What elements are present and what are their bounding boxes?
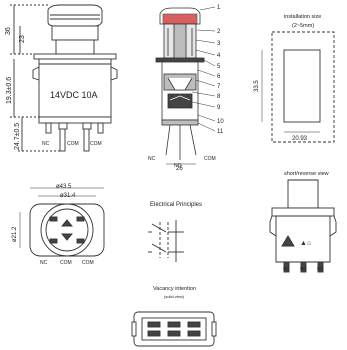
- callout-4: 4: [217, 53, 221, 59]
- section-callouts: 1 2 3 4 5 6 7 8 9 10 11: [217, 5, 224, 135]
- vacancy-title: Vacancy intention: [153, 286, 196, 292]
- callout-7: 7: [217, 84, 221, 90]
- installation-title: installation size: [284, 14, 321, 20]
- callout-11: 11: [217, 129, 224, 135]
- section-terminal-com: COM: [204, 156, 216, 162]
- callout-10: 10: [217, 119, 224, 125]
- bottom-terminal-nc: NC: [40, 260, 48, 266]
- callout-9: 9: [217, 105, 221, 111]
- reverse-pin-nc-2: NC: [300, 266, 307, 271]
- bottom-terminal-com: COM: [60, 260, 72, 266]
- callout-3: 3: [217, 41, 221, 47]
- installation-subtitle: (2~5mm): [292, 23, 314, 29]
- reverse-view-title: short/reverse view: [284, 171, 329, 177]
- installation-dim-height: 33.5: [254, 80, 260, 92]
- front-pin-label-com: COM: [67, 141, 79, 147]
- front-pin-label-com-2: COM: [90, 141, 102, 147]
- section-dim-bottom: 26: [176, 166, 183, 172]
- bottom-terminal-com-2: COM: [82, 260, 94, 266]
- callout-5: 5: [217, 64, 221, 70]
- bottom-dim-side: ø21.2: [12, 226, 18, 242]
- electrical-schematic: [148, 220, 184, 262]
- callout-2: 2: [217, 29, 221, 35]
- electrical-title: Electrical Principles: [150, 202, 202, 208]
- bottom-dim-outer: ø43.5: [56, 184, 72, 190]
- section-view: [155, 6, 216, 165]
- bottom-view: [19, 187, 105, 257]
- dim-height-36: 36: [5, 27, 12, 35]
- vacancy-note: (solid view): [164, 294, 185, 299]
- body-rating-label: 14VDC 10A: [50, 90, 98, 100]
- dim-height-23: 23: [19, 35, 26, 43]
- reverse-pin-nc-1: NC: [283, 266, 290, 271]
- reverse-pin-nc-3: NC: [317, 266, 324, 271]
- section-terminal-no: NO: [174, 163, 182, 169]
- section-terminal-nc: NC: [148, 156, 156, 162]
- callout-8: 8: [217, 94, 221, 100]
- bottom-dim-inner: ø31.4: [60, 193, 76, 199]
- vacancy-view: [131, 311, 217, 347]
- svg-text:▲⌂: ▲⌂: [300, 240, 311, 247]
- front-pin-label-nc: NC: [42, 141, 50, 147]
- dim-19-3: 19.3±0.6: [6, 77, 13, 104]
- callout-1: 1: [217, 5, 221, 11]
- installation-dim-width: 20.93: [292, 136, 308, 142]
- installation-cutout: [261, 31, 335, 143]
- dim-24-7: 24.7±0.5: [14, 123, 21, 150]
- reverse-view: ▲⌂: [269, 179, 337, 273]
- callout-6: 6: [217, 74, 221, 80]
- front-view: [10, 4, 118, 152]
